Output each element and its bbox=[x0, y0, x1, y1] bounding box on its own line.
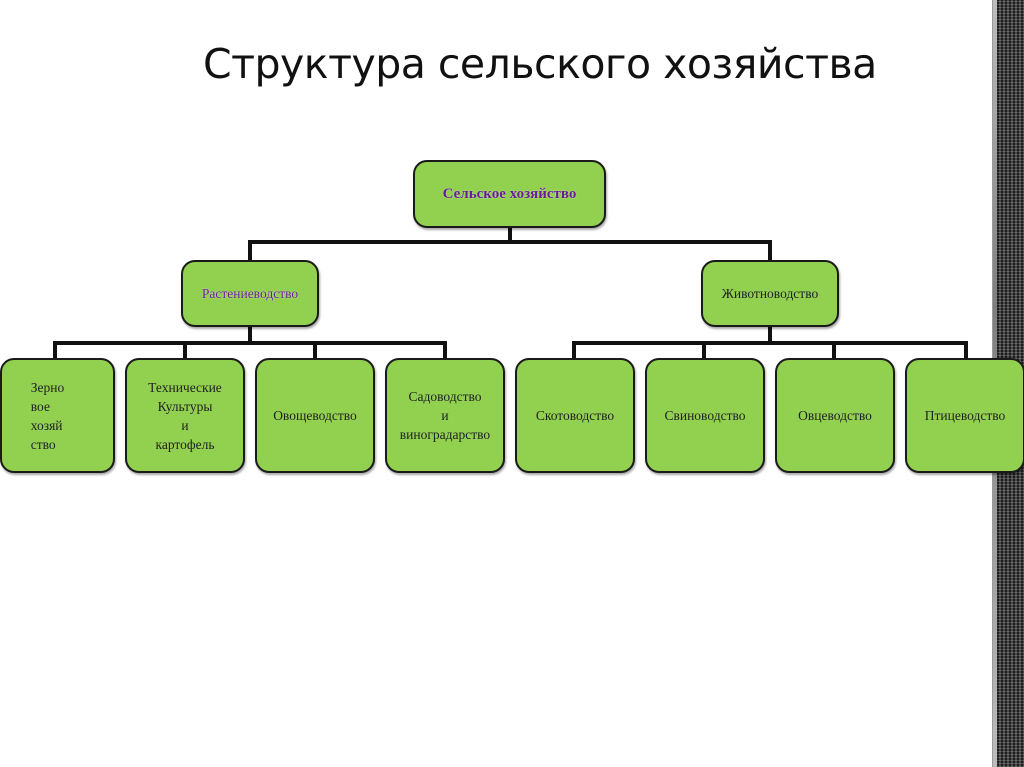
node-vegetable-growing: Овощеводство bbox=[255, 358, 375, 473]
node-sheep-breeding-label: Овцеводство bbox=[798, 408, 872, 423]
node-cattle-breeding-label: Скотоводство bbox=[535, 408, 615, 423]
node-agriculture: Сельское хозяйство bbox=[413, 160, 606, 228]
node-sheep-breeding: Овцеводство bbox=[775, 358, 895, 473]
node-grain-farming-label: Зерно вое хозяй ство bbox=[30, 379, 65, 452]
node-industrial-crops: Технические Культуры и картофель bbox=[125, 358, 245, 473]
node-poultry-farming: Птицеводство bbox=[905, 358, 1024, 473]
node-cattle-breeding: Скотоводство bbox=[515, 358, 635, 473]
node-horticulture-viticulture-label: Садоводство и виноградарство bbox=[399, 389, 491, 442]
node-livestock-farming-label: Животноводство bbox=[721, 286, 819, 301]
node-crop-farming: Растениеводство bbox=[181, 260, 319, 327]
node-crop-farming-label: Растениеводство bbox=[201, 286, 299, 301]
node-agriculture-label: Сельское хозяйство bbox=[442, 185, 577, 202]
slide-title: Структура сельского хозяйства bbox=[203, 40, 877, 88]
node-industrial-crops-label: Технические Культуры и картофель bbox=[148, 379, 222, 452]
node-poultry-farming-label: Птицеводство bbox=[924, 408, 1006, 423]
node-pig-breeding: Свиноводство bbox=[645, 358, 765, 473]
node-pig-breeding-label: Свиноводство bbox=[664, 408, 746, 423]
node-livestock-farming: Животноводство bbox=[701, 260, 839, 327]
node-grain-farming: Зерно вое хозяй ство bbox=[0, 358, 115, 473]
node-horticulture-viticulture: Садоводство и виноградарство bbox=[385, 358, 505, 473]
node-vegetable-growing-label: Овощеводство bbox=[273, 408, 357, 423]
